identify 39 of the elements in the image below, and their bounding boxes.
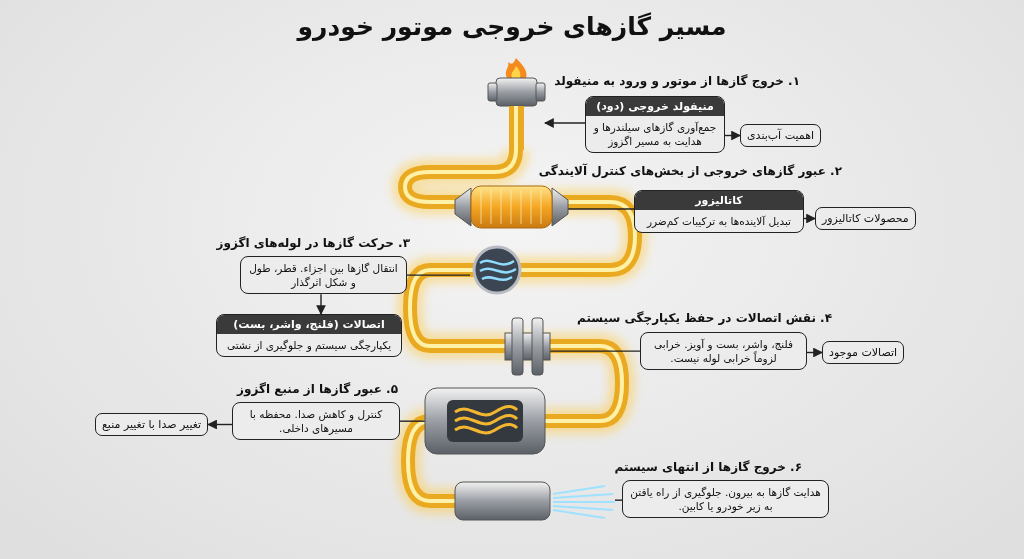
step-heading: ۱. خروج گازها از موتور و ورود به منیفولد bbox=[554, 74, 800, 88]
step-heading: ۶. خروج گازها از انتهای سیستم bbox=[614, 460, 802, 474]
step-heading: ۳. حرکت گازها در لوله‌های اگزوز bbox=[216, 236, 410, 250]
card-text: انتقال گازها بین اجزاء. قطر، طول و شکل اثرگذار bbox=[248, 261, 399, 291]
step-heading: ۴. نقش اتصالات در حفظ یکپارچگی سیستم bbox=[577, 311, 832, 325]
card-header: منیفولد خروجی (دود) bbox=[586, 97, 724, 116]
info-card bbox=[240, 256, 407, 295]
step-heading: ۵. عبور گازها از منبع اگزوز bbox=[237, 382, 398, 396]
connector-line bbox=[567, 208, 635, 210]
arrow bbox=[207, 419, 233, 430]
card-text: فلنج، واشر، بست و آویز. خرابی لزوماً خرابی لوله نیست. bbox=[652, 337, 795, 367]
connector-line bbox=[399, 420, 426, 422]
info-card bbox=[216, 314, 402, 358]
info-card bbox=[585, 96, 725, 154]
info-tag: اهمیت آب‌بندی bbox=[740, 124, 821, 147]
arrow bbox=[724, 130, 741, 141]
connector-line bbox=[549, 350, 641, 352]
diagram-title: مسیر گازهای خروجی موتور خودرو bbox=[295, 12, 728, 41]
arrow bbox=[806, 347, 823, 358]
info-tag: تغییر صدا با تغییر منبع bbox=[95, 413, 209, 436]
card-text: جمع‌آوری گازهای سیلندرها و هدایت به مسیر اگزوز bbox=[592, 120, 718, 150]
card-text: تبدیل آلاینده‌ها به ترکیبات کم‌ضرر bbox=[645, 214, 792, 230]
info-card bbox=[622, 480, 829, 519]
arrow bbox=[803, 213, 816, 224]
card-text: یکپارچگی سیستم و جلوگیری از نشتی bbox=[225, 338, 393, 354]
connector-line bbox=[614, 499, 623, 501]
info-card bbox=[634, 190, 804, 234]
info-card bbox=[232, 402, 400, 441]
info-card bbox=[640, 332, 807, 371]
card-text: هدایت گازها به بیرون. جلوگیری از راه یافتن به زیر خودرو یا کابین. bbox=[629, 485, 822, 515]
card-text: کنترل و کاهش صدا. محفظه با مسیرهای داخلی. bbox=[248, 407, 384, 437]
info-tag: محصولات کاتالیزور bbox=[815, 207, 916, 230]
connector-line bbox=[406, 274, 471, 276]
info-tag: اتصالات موجود bbox=[822, 341, 905, 364]
card-header: اتصالات (فلنج، واشر، بست) bbox=[217, 315, 401, 334]
step-heading: ۲. عبور گازهای خروجی از بخش‌های کنترل آلایندگی bbox=[538, 164, 842, 178]
arrow bbox=[316, 293, 326, 315]
card-header: کاتالیزور bbox=[635, 191, 803, 210]
arrow bbox=[544, 118, 586, 128]
